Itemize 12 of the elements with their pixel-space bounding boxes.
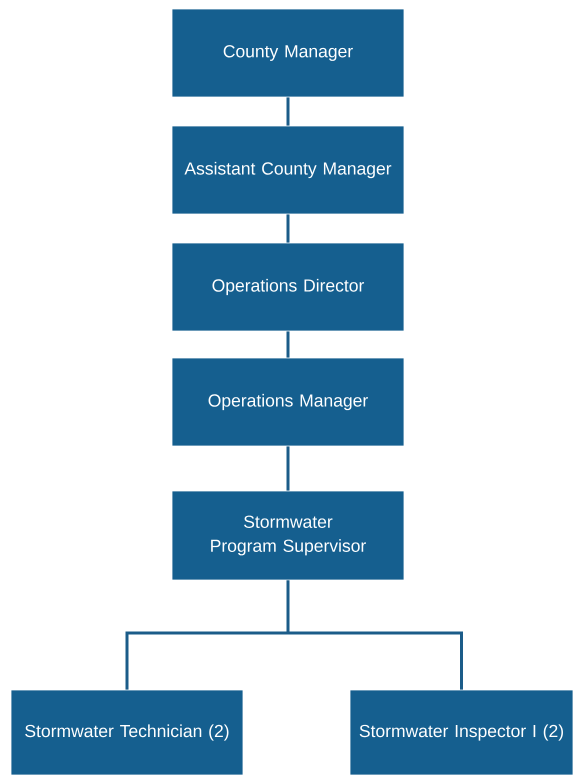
connector-line: [286, 97, 290, 126]
connector-line: [286, 331, 290, 358]
org-box: Operations Director: [172, 242, 404, 332]
org-box: Assistant County Manager: [172, 126, 404, 214]
connector-line: [286, 580, 463, 690]
org-box: County Manager: [172, 8, 404, 98]
org-box: Stormwater Program Supervisor: [172, 490, 404, 580]
org-box: Stormwater Technician (2): [10, 690, 244, 775]
connector-line: [286, 446, 290, 491]
connector-line: [286, 214, 290, 243]
org-box: Stormwater Inspector I (2): [350, 690, 573, 775]
org-box: Operations Manager: [172, 358, 404, 446]
